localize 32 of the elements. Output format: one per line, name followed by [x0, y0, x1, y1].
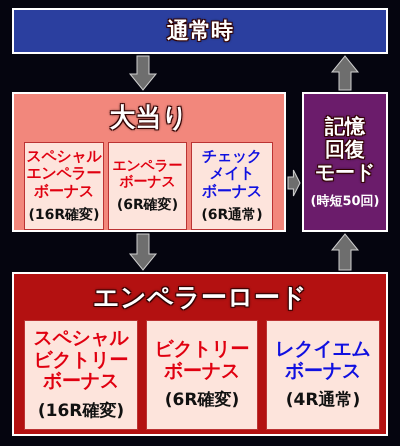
mode-name: 記憶回復モード — [315, 114, 375, 184]
round-text: (16R確変) — [28, 206, 100, 224]
round-text: (6R通常) — [201, 206, 263, 224]
arrow — [330, 55, 360, 90]
round-text: (16R確変) — [38, 400, 124, 422]
bonus-name: スペシャルエンペラーボーナス — [26, 148, 102, 200]
round-text: (6R確変) — [164, 389, 240, 412]
group-box — [12, 272, 388, 436]
bonus-box — [266, 320, 380, 430]
bonus-box — [24, 142, 104, 230]
arrow — [288, 170, 301, 196]
mode-box — [302, 92, 388, 232]
bonus-name: ビクトリーボーナス — [154, 338, 250, 382]
round-text: (4R通常) — [286, 389, 360, 412]
bonus-name: エンペラーボーナス — [112, 158, 182, 190]
bonus-name: チェックメイトボーナス — [202, 148, 262, 200]
bonus-name: レクイエムボーナス — [276, 338, 370, 382]
group-box — [12, 92, 286, 232]
bonus-name: スペシャルビクトリーボーナス — [34, 328, 128, 394]
arrow — [128, 234, 158, 271]
bonus-box — [108, 142, 187, 230]
title-text: 大当り — [110, 102, 188, 135]
bonus-box — [24, 320, 138, 430]
bonus-box — [191, 142, 273, 230]
title-text: 通常時 — [167, 18, 233, 46]
arrow — [330, 233, 360, 270]
bonus-box — [146, 320, 258, 430]
arrow — [128, 56, 158, 91]
title-text: エンペラーロード — [93, 282, 307, 315]
duration-text: (時短50回) — [310, 192, 380, 210]
round-text: (6R確変) — [116, 196, 178, 214]
state-box — [12, 8, 388, 54]
